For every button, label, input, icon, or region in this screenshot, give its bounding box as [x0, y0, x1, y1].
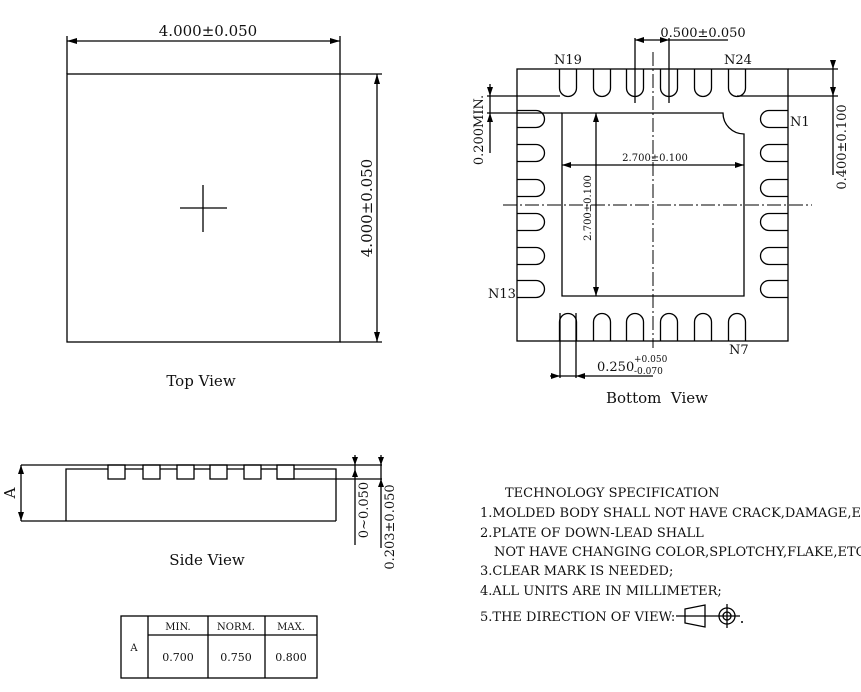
top-lead	[625, 69, 645, 98]
bottom-lead	[693, 312, 713, 341]
top-height-dim: 4.000±0.050	[358, 159, 376, 257]
spec-item-1: 1.MOLDED BODY SHALL NOT HAVE CRACK,DAMAG…	[480, 506, 861, 521]
table-header-min: MIN.	[165, 622, 190, 633]
right-lead	[759, 279, 788, 299]
top-lead	[558, 69, 578, 98]
right-lead	[759, 212, 788, 232]
top-lead	[659, 69, 679, 98]
bottom-lead	[558, 312, 578, 341]
pitch-dim: 0.500±0.050	[660, 26, 745, 41]
top-view-body	[66, 73, 341, 343]
side-lead	[107, 464, 126, 480]
spec-item-5: 5.THE DIRECTION OF VIEW:	[480, 610, 675, 625]
table-header-max: MAX.	[277, 622, 305, 633]
bottom-lead	[727, 312, 747, 341]
lead-width-dim: 0.250	[597, 360, 634, 375]
pin-label-n7: N7	[729, 343, 749, 358]
clearance-dim: 0.200MIN.	[472, 95, 487, 165]
spec-title: TECHNOLOGY SPECIFICATION	[505, 486, 719, 501]
height-label: A	[1, 487, 19, 499]
bottom-lead	[592, 312, 612, 341]
pin-label-n19: N19	[554, 53, 582, 68]
side-view-title: Side View	[169, 551, 245, 569]
lead-width-plus: +0.050	[634, 355, 668, 365]
pin-label-n1: N1	[790, 115, 810, 130]
lead-thickness-dim: 0.203±0.050	[383, 484, 398, 569]
standoff-dim: 0~0.050	[357, 482, 372, 538]
exposed-pad	[561, 112, 745, 297]
top-view-title: Top View	[166, 372, 235, 390]
left-lead	[517, 109, 546, 129]
left-lead	[517, 246, 546, 266]
side-view: A 0~0.050 0.203±0.050 Side View	[1, 455, 398, 570]
table-value-min: 0.700	[162, 651, 194, 664]
top-view: 4.000±0.050 4.000±0.050 Top View	[66, 22, 382, 390]
left-lead	[517, 143, 546, 163]
side-lead	[142, 464, 161, 480]
technology-specification: TECHNOLOGY SPECIFICATION 1.MOLDED BODY S…	[480, 486, 861, 628]
table-value-max: 0.800	[275, 651, 307, 664]
left-lead	[517, 279, 546, 299]
side-lead	[176, 464, 195, 480]
projection-symbol-icon	[676, 604, 743, 628]
top-lead	[592, 69, 612, 98]
table-header-norm: NORM.	[217, 622, 255, 633]
top-lead	[693, 69, 713, 98]
side-lead	[276, 464, 295, 480]
top-lead	[727, 69, 747, 98]
spec-item-4: 4.ALL UNITS ARE IN MILLIMETER;	[480, 584, 722, 599]
right-lead	[759, 178, 788, 198]
pin-label-n24: N24	[724, 53, 752, 68]
right-lead	[759, 246, 788, 266]
right-lead	[759, 143, 788, 163]
left-lead	[517, 212, 546, 232]
pad-width-dim: 2.700±0.100	[622, 153, 688, 164]
side-lead	[243, 464, 262, 480]
bottom-lead	[659, 312, 679, 341]
pin-label-n13: N13	[488, 287, 516, 302]
table-value-norm: 0.750	[220, 651, 252, 664]
side-lead	[209, 464, 228, 480]
table-row-label: A	[129, 643, 138, 654]
left-lead	[517, 178, 546, 198]
spec-item-2: 2.PLATE OF DOWN-LEAD SHALL	[480, 526, 704, 541]
bottom-lead	[625, 312, 645, 341]
dimension-table: A MIN. NORM. MAX. 0.700 0.750 0.800	[120, 615, 318, 679]
spec-item-3: 3.CLEAR MARK IS NEEDED;	[480, 564, 673, 579]
pad-height-dim: 2.700±0.100	[583, 175, 594, 241]
bottom-view: 0.500±0.050 0.400±0.100 0.200MIN. 2.700±…	[472, 26, 850, 407]
lead-width-minus: -0.070	[634, 367, 663, 377]
right-lead	[759, 109, 788, 129]
lead-length-dim: 0.400±0.100	[835, 104, 850, 189]
spec-item-2-cont: NOT HAVE CHANGING COLOR,SPLOTCHY,FLAKE,E…	[494, 545, 861, 560]
bottom-view-title: Bottom View	[606, 389, 708, 407]
top-width-dim: 4.000±0.050	[159, 22, 257, 40]
